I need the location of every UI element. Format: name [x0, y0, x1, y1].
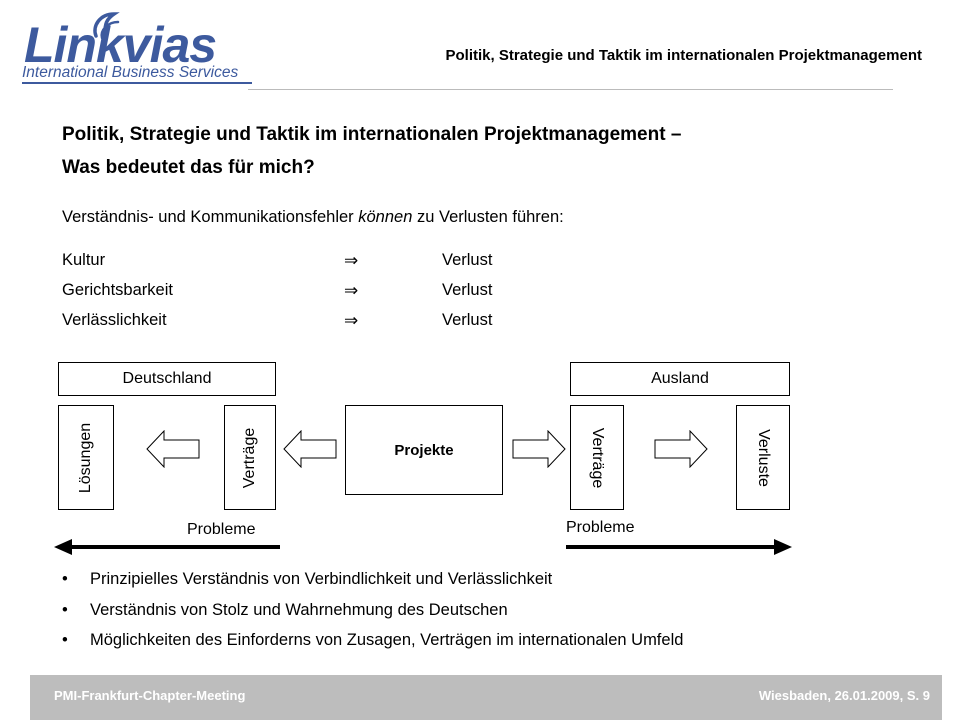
hollow-arrow-right-icon	[654, 430, 708, 468]
intro-text: Verständnis- und Kommunikationsfehler kö…	[62, 208, 564, 227]
loesungen-box: Lösungen	[58, 405, 114, 510]
header-title: Politik, Strategie und Taktik im interna…	[445, 47, 923, 64]
logo-underline	[22, 82, 252, 84]
vertraege-right-label: Verträge	[589, 427, 606, 488]
intro-emphasis: können	[358, 208, 413, 226]
vertraege-right-box: Verträge	[570, 405, 624, 510]
bullet-icon: •	[62, 631, 68, 649]
footer-page-info: Wiesbaden, 26.01.2009, S. 9	[758, 688, 930, 703]
ausland-label: Ausland	[651, 370, 709, 387]
probleme-arrow-left-icon	[54, 539, 280, 555]
verluste-box: Verluste	[736, 405, 790, 510]
header-divider	[248, 89, 893, 90]
logo-swoosh-icon	[93, 12, 120, 40]
bullet-list: •Prinzipielles Verständnis von Verbindli…	[62, 565, 683, 657]
vertraege-left-box: Verträge	[224, 405, 276, 510]
implication-effect-3: Verlust	[442, 311, 493, 329]
hollow-arrow-left-icon	[146, 430, 200, 468]
list-item: •Prinzipielles Verständnis von Verbindli…	[62, 565, 683, 596]
list-item: •Möglichkeiten des Einforderns von Zusag…	[62, 626, 683, 657]
hollow-arrow-left-icon	[283, 430, 337, 468]
implies-arrow-icon: ⇒	[344, 251, 359, 270]
slide-title-line1: Politik, Strategie und Taktik im interna…	[62, 124, 682, 145]
hollow-arrow-right-icon	[512, 430, 566, 468]
probleme-left-label: Probleme	[187, 521, 256, 538]
verluste-label: Verluste	[755, 428, 772, 487]
probleme-right-label: Probleme	[566, 519, 635, 536]
loesungen-label: Lösungen	[77, 422, 94, 493]
footer-bar	[30, 675, 942, 720]
implication-effect-2: Verlust	[442, 281, 493, 299]
implication-cause-1: Kultur	[62, 251, 106, 269]
projekte-label: Projekte	[394, 441, 454, 459]
implication-cause-2: Gerichtsbarkeit	[62, 281, 173, 299]
ausland-box: Ausland	[570, 362, 790, 396]
intro-before: Verständnis- und Kommunikationsfehler	[62, 208, 359, 226]
logo-brand: Linkvias	[24, 17, 217, 73]
implication-effect-1: Verlust	[442, 251, 493, 269]
logo-tagline: International Business Services	[22, 64, 239, 81]
deutschland-box: Deutschland	[58, 362, 276, 396]
footer-event: PMI-Frankfurt-Chapter-Meeting	[54, 688, 246, 703]
implication-cause-3: Verlässlichkeit	[62, 311, 167, 329]
slide-title: Politik, Strategie und Taktik im interna…	[62, 118, 902, 184]
vertraege-left-label: Verträge	[241, 427, 258, 488]
implies-arrow-icon: ⇒	[344, 311, 359, 330]
projekte-box: Projekte	[345, 405, 503, 495]
probleme-arrow-right-icon	[566, 539, 792, 555]
intro-after: zu Verlusten führen:	[412, 208, 564, 226]
bullet-icon: •	[62, 570, 68, 588]
deutschland-label: Deutschland	[122, 370, 212, 387]
slide-title-line2: Was bedeutet das für mich?	[62, 157, 315, 178]
list-item: •Verständnis von Stolz und Wahrnehmung d…	[62, 596, 683, 627]
implies-arrow-icon: ⇒	[344, 281, 359, 300]
bullet-icon: •	[62, 600, 68, 619]
